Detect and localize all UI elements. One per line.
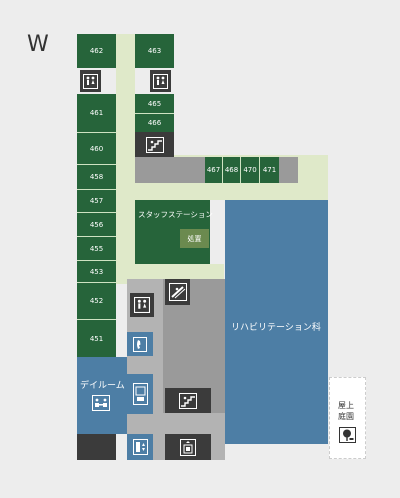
- restroom-icon: [80, 70, 101, 92]
- elevator-icon: [132, 439, 148, 455]
- room-471: 471: [260, 157, 279, 183]
- telephone-booth: [127, 332, 153, 356]
- room-470: 470: [241, 157, 260, 183]
- day-room: デイルーム: [77, 357, 127, 434]
- vending-icon: [132, 383, 148, 405]
- room-467: 467: [205, 157, 223, 183]
- stairs-icon: [135, 132, 174, 157]
- room-466: 466: [135, 113, 174, 132]
- room-456: 456: [77, 212, 116, 236]
- room-462: 462: [77, 34, 116, 68]
- seating-icon: [92, 395, 110, 411]
- rehab-department: リハビリテーション科: [225, 200, 328, 444]
- room-457: 457: [77, 189, 116, 212]
- corridor-middle: [116, 264, 224, 279]
- room-468: 468: [223, 157, 241, 183]
- room-463: 463: [135, 34, 174, 68]
- restroom-icon: [150, 70, 171, 92]
- escalator-icon: [165, 279, 190, 305]
- room-453: 453: [77, 260, 116, 282]
- stairs-icon: [165, 388, 211, 413]
- corridor-west-strip: [116, 34, 135, 284]
- corridor-grey-upper: [135, 157, 205, 183]
- telephone-icon: [133, 336, 147, 352]
- room-461: 461: [77, 94, 116, 132]
- rooftop-label-line2: 庭園: [338, 412, 354, 421]
- elevator-hall: [127, 434, 153, 460]
- room-458: 458: [77, 164, 116, 189]
- rehab-label: リハビリテーション科: [231, 323, 321, 333]
- treatment-room: 処置: [180, 229, 209, 248]
- corridor-grey-right: [279, 157, 298, 183]
- tree-icon: [339, 427, 356, 443]
- room-465: 465: [135, 94, 174, 113]
- room-460: 460: [77, 132, 116, 164]
- day-room-label: デイルーム: [80, 381, 125, 391]
- compass-west: W: [27, 32, 49, 57]
- rooftop-label-line1: 屋上: [338, 401, 354, 410]
- room-455: 455: [77, 236, 116, 260]
- elevator-icon: [165, 434, 211, 460]
- room-452: 452: [77, 282, 116, 319]
- restroom-icon: [130, 293, 154, 317]
- room-451: 451: [77, 319, 116, 357]
- vending-area: [127, 374, 153, 414]
- staff-station-label: スタッフステーション: [138, 210, 213, 219]
- rooftop-garden: 屋上 庭園: [329, 377, 366, 459]
- utility-room: [77, 434, 116, 460]
